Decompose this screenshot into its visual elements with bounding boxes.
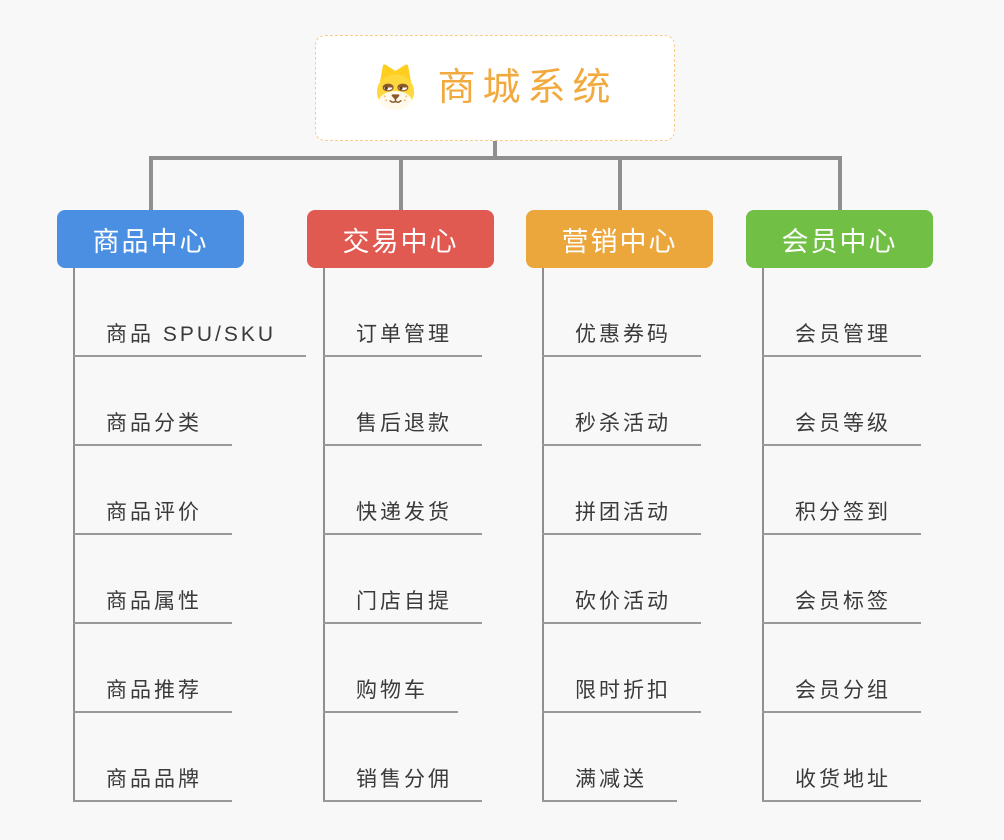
branch-header[interactable]: 营销中心 bbox=[526, 210, 713, 268]
dog-face-icon bbox=[377, 64, 415, 110]
connector-drop bbox=[399, 156, 403, 210]
leaf-item[interactable]: 商品分类 bbox=[73, 411, 232, 446]
leaf-item[interactable]: 优惠券码 bbox=[542, 322, 701, 357]
connector-stub bbox=[493, 141, 497, 160]
branch-node-member: 会员中心 会员管理 会员等级 积分签到 会员标签 会员分组 收货地址 bbox=[746, 210, 1004, 810]
branch-header[interactable]: 会员中心 bbox=[746, 210, 933, 268]
leaf-item[interactable]: 会员等级 bbox=[762, 411, 921, 446]
leaf-item[interactable]: 会员标签 bbox=[762, 589, 921, 624]
leaf-item[interactable]: 订单管理 bbox=[323, 322, 482, 357]
leaf-item[interactable]: 秒杀活动 bbox=[542, 411, 701, 446]
connector-drop bbox=[838, 156, 842, 210]
leaf-item[interactable]: 快递发货 bbox=[323, 500, 482, 535]
leaf-item[interactable]: 砍价活动 bbox=[542, 589, 701, 624]
leaf-item[interactable]: 满减送 bbox=[542, 767, 677, 802]
connector-bus bbox=[149, 156, 842, 160]
leaf-item[interactable]: 购物车 bbox=[323, 678, 458, 713]
root-node[interactable]: 商城系统 bbox=[315, 35, 675, 141]
leaf-item[interactable]: 限时折扣 bbox=[542, 678, 701, 713]
branch-node-marketing: 营销中心 优惠券码 秒杀活动 拼团活动 砍价活动 限时折扣 满减送 bbox=[526, 210, 786, 810]
leaf-item[interactable]: 商品 SPU/SKU bbox=[73, 322, 307, 357]
leaf-item[interactable]: 售后退款 bbox=[323, 411, 482, 446]
leaf-item[interactable]: 商品推荐 bbox=[73, 678, 232, 713]
branch-header[interactable]: 交易中心 bbox=[307, 210, 494, 268]
branch-node-trade: 交易中心 订单管理 售后退款 快递发货 门店自提 购物车 销售分佣 bbox=[307, 210, 567, 810]
leaf-item[interactable]: 会员管理 bbox=[762, 322, 921, 357]
leaf-item[interactable]: 商品品牌 bbox=[73, 767, 232, 802]
leaf-item[interactable]: 商品评价 bbox=[73, 500, 232, 535]
leaf-item[interactable]: 门店自提 bbox=[323, 589, 482, 624]
leaf-item[interactable]: 销售分佣 bbox=[323, 767, 482, 802]
root-title: 商城系统 bbox=[437, 67, 618, 109]
branch-node-product: 商品中心 商品 SPU/SKU 商品分类 商品评价 商品属性 商品推荐 商品品牌 bbox=[57, 210, 317, 810]
leaf-item[interactable]: 拼团活动 bbox=[542, 500, 701, 535]
leaf-item[interactable]: 商品属性 bbox=[73, 589, 232, 624]
branch-header[interactable]: 商品中心 bbox=[57, 210, 244, 268]
leaf-item[interactable]: 会员分组 bbox=[762, 678, 921, 713]
connector-drop bbox=[618, 156, 622, 210]
leaf-item[interactable]: 积分签到 bbox=[762, 500, 921, 535]
leaf-item[interactable]: 收货地址 bbox=[762, 767, 921, 802]
connector-drop bbox=[149, 156, 153, 210]
